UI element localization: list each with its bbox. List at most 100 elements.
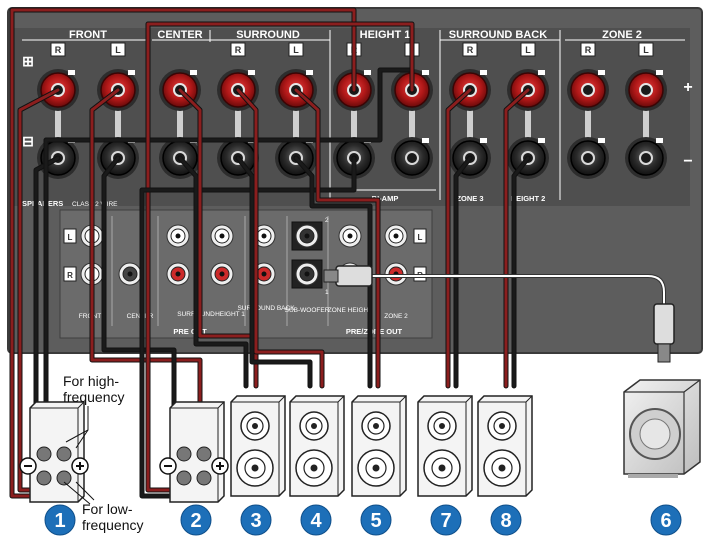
- low-freq-line2: frequency: [82, 517, 143, 533]
- preout-lr-tag: L: [418, 233, 423, 242]
- channel-tag-text: L: [643, 45, 649, 55]
- speakers-label: SPEAKERS: [22, 199, 63, 208]
- speaker-number: 5: [370, 510, 381, 532]
- speaker-number: 8: [500, 510, 511, 532]
- channel-tag-text: R: [467, 45, 474, 55]
- binding-post: [56, 470, 72, 486]
- low-frequency-note: For low- frequency: [63, 481, 143, 533]
- binding-post: [36, 470, 52, 486]
- speaker-wire: [102, 156, 176, 462]
- channel-tag: R: [50, 42, 66, 57]
- header-front: FRONT: [69, 29, 107, 41]
- channel-tag-text: L: [115, 45, 121, 55]
- header-center: CENTER: [157, 29, 202, 41]
- binding-post: [56, 446, 72, 462]
- high-freq-line2: frequency: [63, 389, 124, 405]
- speaker-wire: [504, 88, 530, 388]
- bookshelf-speaker: [417, 395, 473, 497]
- high-frequency-note: For high- frequency: [63, 373, 124, 449]
- high-freq-line1: For high-: [63, 373, 119, 389]
- speaker-number: 4: [310, 510, 322, 532]
- speaker-number-badge: 2: [180, 504, 212, 536]
- channel-tag-text: R: [585, 45, 592, 55]
- bookshelf-speaker: [289, 395, 345, 497]
- channel-tag: R: [580, 42, 596, 57]
- binding-post: [36, 446, 52, 462]
- preout-lr-tag: R: [67, 271, 73, 280]
- minus-symbol: −: [683, 153, 692, 170]
- channel-tag-text: R: [235, 45, 242, 55]
- preout-label-height1: HEIGHT 1: [215, 311, 245, 318]
- channel-tag: L: [520, 42, 536, 57]
- front-minus-symbol: ⊟: [22, 133, 34, 149]
- binding-post: [176, 470, 192, 486]
- header-zone2: ZONE 2: [602, 29, 642, 41]
- rca-plug-left: [335, 265, 373, 287]
- terminal-pair: [625, 69, 667, 179]
- speaker-number: 2: [190, 510, 201, 532]
- speaker-wire: [236, 88, 324, 388]
- low-freq-line1: For low-: [82, 501, 133, 517]
- prezone-out-label: PRE/ZONE OUT: [346, 327, 403, 336]
- speaker-number-badge: 7: [430, 504, 462, 536]
- speaker-number-badge: 6: [650, 504, 682, 536]
- speaker-number: 3: [250, 510, 261, 532]
- preout-label-subwoofer: SUB-WOOFER: [285, 307, 330, 314]
- speaker-number-badge: 5: [360, 504, 392, 536]
- channel-tag-text: R: [55, 45, 62, 55]
- speaker-number-badge: 3: [240, 504, 272, 536]
- zone3-label: ZONE 3: [456, 194, 483, 203]
- bi-amp-label: BI-AMP: [372, 194, 399, 203]
- speaker-number-badges: 1 2 3 4 5 7 8 6: [44, 504, 682, 536]
- speaker-wire: [454, 156, 472, 388]
- speaker-number-badge: 4: [300, 504, 332, 536]
- bookshelf-speaker: [230, 395, 286, 497]
- subwoofer-cable: [370, 274, 666, 310]
- speaker-number-badge: 8: [490, 504, 522, 536]
- sw-num-bottom: 1: [325, 289, 329, 296]
- height2-label: HEIGHT 2: [511, 194, 546, 203]
- channel-tag: L: [638, 42, 654, 57]
- preout-lr-tag: L: [68, 233, 73, 242]
- pre-out-label: PRE OUT: [173, 327, 207, 336]
- terminal-pair: [391, 69, 433, 179]
- channel-tag: L: [288, 42, 304, 57]
- speaker-number-badge: 1: [44, 504, 76, 536]
- preout-label-zone2: ZONE 2: [384, 313, 408, 320]
- header-surround: SURROUND: [236, 29, 300, 41]
- speaker-wire: [236, 156, 312, 388]
- speaker-wire: [294, 88, 380, 388]
- channel-tag: R: [462, 42, 478, 57]
- preout-label-surround-back: SURROUND BACK: [237, 305, 295, 312]
- rca-plug-right: [653, 303, 675, 345]
- speaker-wire: [178, 156, 248, 388]
- bookshelf-speaker: [477, 395, 533, 497]
- channel-tag-text: L: [293, 45, 299, 55]
- speaker-wire: [90, 88, 202, 462]
- terminal-pair: [567, 69, 609, 179]
- speaker-number: 1: [54, 510, 65, 532]
- binding-post: [196, 470, 212, 486]
- speaker-wire: [512, 156, 530, 388]
- channel-tag: L: [110, 42, 126, 57]
- channel-tag-text: L: [525, 45, 531, 55]
- bookshelf-speaker: [351, 395, 407, 497]
- speaker-number: 6: [660, 510, 671, 532]
- front-plus-symbol: ⊞: [22, 53, 34, 69]
- speaker-wire: [446, 88, 472, 388]
- header-surround-back: SURROUND BACK: [449, 29, 547, 41]
- channel-tag: R: [230, 42, 246, 57]
- speaker-number: 7: [440, 510, 451, 532]
- sw-num-top: 2: [325, 217, 329, 224]
- biwire-speaker-back: [159, 401, 229, 503]
- header-height1: HEIGHT 1: [360, 29, 411, 41]
- class-label: CLASS 2 WIRE: [72, 201, 118, 208]
- binding-post: [176, 446, 192, 462]
- plus-symbol: +: [683, 79, 692, 96]
- subwoofer: [623, 379, 701, 478]
- biwire-speaker-back: [19, 401, 89, 503]
- speakers: [19, 395, 533, 503]
- preout-label-zone-height: ZONE HEIGHT: [328, 307, 372, 314]
